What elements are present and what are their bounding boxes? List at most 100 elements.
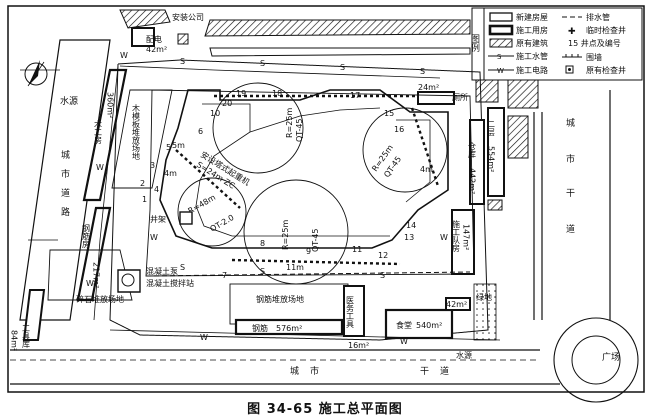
legend-symbol-fence — [562, 54, 582, 58]
well-point: 6 — [198, 127, 203, 136]
rebar-shop-label: 钢筋房 — [82, 223, 91, 249]
plan-frame — [7, 5, 645, 393]
left-road: 水源 城市道路 — [19, 39, 111, 321]
well-frame-label: 井架 — [150, 214, 166, 224]
svg-text:W: W — [497, 67, 504, 75]
legend-symbol-existing-well — [565, 65, 574, 74]
water-source-left-label: 水源 — [60, 95, 78, 107]
legend-symbol-new-building — [489, 12, 513, 22]
staff-house-label: 施工队房 — [452, 219, 461, 253]
well-points: 1 2 3 4 5 6 7 8 9 10 11 12 13 14 15 16 1… — [140, 89, 416, 280]
legend-label-well-number: 15 井点及编号 — [568, 38, 621, 48]
canteen-label: 食堂 — [396, 320, 412, 330]
svg-text:W: W — [120, 51, 128, 60]
svg-text:W: W — [440, 233, 448, 242]
legend-label-water-pipe: 施工水管 — [516, 51, 548, 61]
stone-yard-label: 碎石堆放场地 — [76, 294, 124, 304]
svg-text:W: W — [96, 163, 104, 172]
legend-label-power-line: 施工电路 — [516, 65, 548, 75]
well-point: 14 — [406, 221, 416, 230]
inner-road-loop — [145, 89, 475, 277]
legend-label-existing-building: 原有建筑 — [516, 38, 548, 48]
install-company-label: 安装公司 — [172, 12, 204, 22]
svg-text:S: S — [260, 59, 265, 68]
well-point: 9 — [306, 247, 311, 256]
canteen-side-area-label: 42m² — [446, 300, 467, 309]
legend-symbol-power-line: W — [488, 67, 514, 75]
well-point: 16 — [394, 125, 404, 134]
service-office: 医务工具 16m² — [343, 285, 369, 350]
svg-text:S: S — [180, 57, 185, 66]
svg-text:W: W — [150, 233, 158, 242]
north-arrow — [24, 60, 48, 87]
existing-block-right-1 — [475, 79, 499, 103]
new-building — [159, 89, 449, 249]
plaza: 广场 — [553, 317, 639, 403]
legend-label-temp-house: 施工用房 — [516, 25, 548, 35]
storage-label: 仓库 — [468, 141, 477, 159]
install-company-area: 安装公司 配电 42m² — [119, 9, 204, 54]
square-label: 广场 — [602, 351, 620, 363]
water-source-bottom-label: 水源 — [456, 350, 472, 360]
left-temp-buildings: 木工房 360m² 钢筋房 217m² 工具库 84m² — [10, 68, 128, 351]
well-point: 15 — [384, 109, 394, 118]
toilet-area-label: 24m² — [418, 83, 439, 92]
rebar-storage-area-label: 576m² — [276, 324, 302, 333]
existing-block-right-4 — [487, 199, 503, 211]
street-strip-top — [209, 47, 471, 57]
road-bottom-label-a: 城 — [290, 366, 299, 377]
existing-block-right-3 — [507, 115, 529, 159]
well-point: 12 — [378, 251, 388, 260]
well-point: 11 — [352, 245, 362, 254]
road-bottom-label-b: 市 — [310, 365, 319, 377]
well-point: 5 — [166, 143, 171, 152]
legend-label-fence: 围墙 — [586, 52, 602, 62]
legend-symbol-temp-house — [488, 24, 514, 36]
bottom-road: 城 市 干 道 — [10, 349, 560, 385]
well-point: 18 — [272, 89, 282, 98]
svg-text:W: W — [200, 333, 208, 342]
road-left-label: 城市道路 — [59, 150, 70, 226]
well-point: 3 — [150, 161, 155, 170]
svg-text:W: W — [400, 337, 408, 346]
well-point: 17 — [350, 91, 360, 100]
concrete-pump-label: 混凝土泵 — [146, 266, 178, 276]
carpentry-area-label: 360m² — [106, 92, 115, 118]
stone-yard-area: 混凝土泵 混凝土搅拌站 碎石堆放场地 — [47, 249, 194, 304]
dim-d-label: 4m — [164, 169, 177, 178]
canteen-area-label: 540m² — [416, 321, 442, 330]
right-road: 城 市 干 道 — [533, 90, 611, 320]
legend-symbol-temp-well: ✚ — [568, 27, 576, 37]
rebar-storage-label: 钢筋 — [252, 323, 268, 333]
well-point: 8 — [260, 239, 265, 248]
labor-shed-label: 二层 — [487, 120, 496, 137]
carpentry-shop-label: 木工房 — [94, 119, 103, 145]
legend-label-existing-well: 原有检查井 — [586, 65, 626, 75]
rebar-shop-area-label: 217m² — [92, 262, 101, 288]
dim-b-label: 4m — [420, 165, 433, 174]
staff-house-area-label: 147m² — [462, 224, 471, 250]
substation-area: 42m² — [146, 45, 167, 54]
well-point: 19 — [236, 89, 246, 98]
labor-shed-area-label: 554m² — [487, 146, 496, 172]
dim-c-label: 11m — [286, 263, 304, 272]
legend-label-new-building: 新建房屋 — [516, 12, 548, 22]
greenbelt-label: 绿地 — [476, 292, 492, 302]
road-right-label-b: 市 — [566, 153, 575, 165]
svg-text:S: S — [420, 67, 425, 76]
wood-storage-yard: 木模板堆放场地 — [111, 89, 173, 189]
svg-text:S: S — [180, 263, 185, 272]
legend-symbol-existing-building — [489, 38, 513, 48]
radius-c-label: R=25m — [281, 220, 290, 250]
wood-storage-label: 木模板堆放场地 — [132, 103, 141, 160]
svg-text:W: W — [86, 279, 94, 288]
svg-text:S: S — [497, 53, 502, 61]
service-area-label: 16m² — [348, 341, 369, 350]
dim-a-label: 5m — [172, 141, 185, 150]
crane-c-label: QT-45 — [311, 228, 320, 252]
toilet-label: 厕所 — [452, 92, 468, 102]
existing-building-top — [204, 19, 471, 37]
road-bottom-label-d: 道 — [440, 365, 449, 377]
radius-a-label: R=25m — [285, 108, 294, 138]
